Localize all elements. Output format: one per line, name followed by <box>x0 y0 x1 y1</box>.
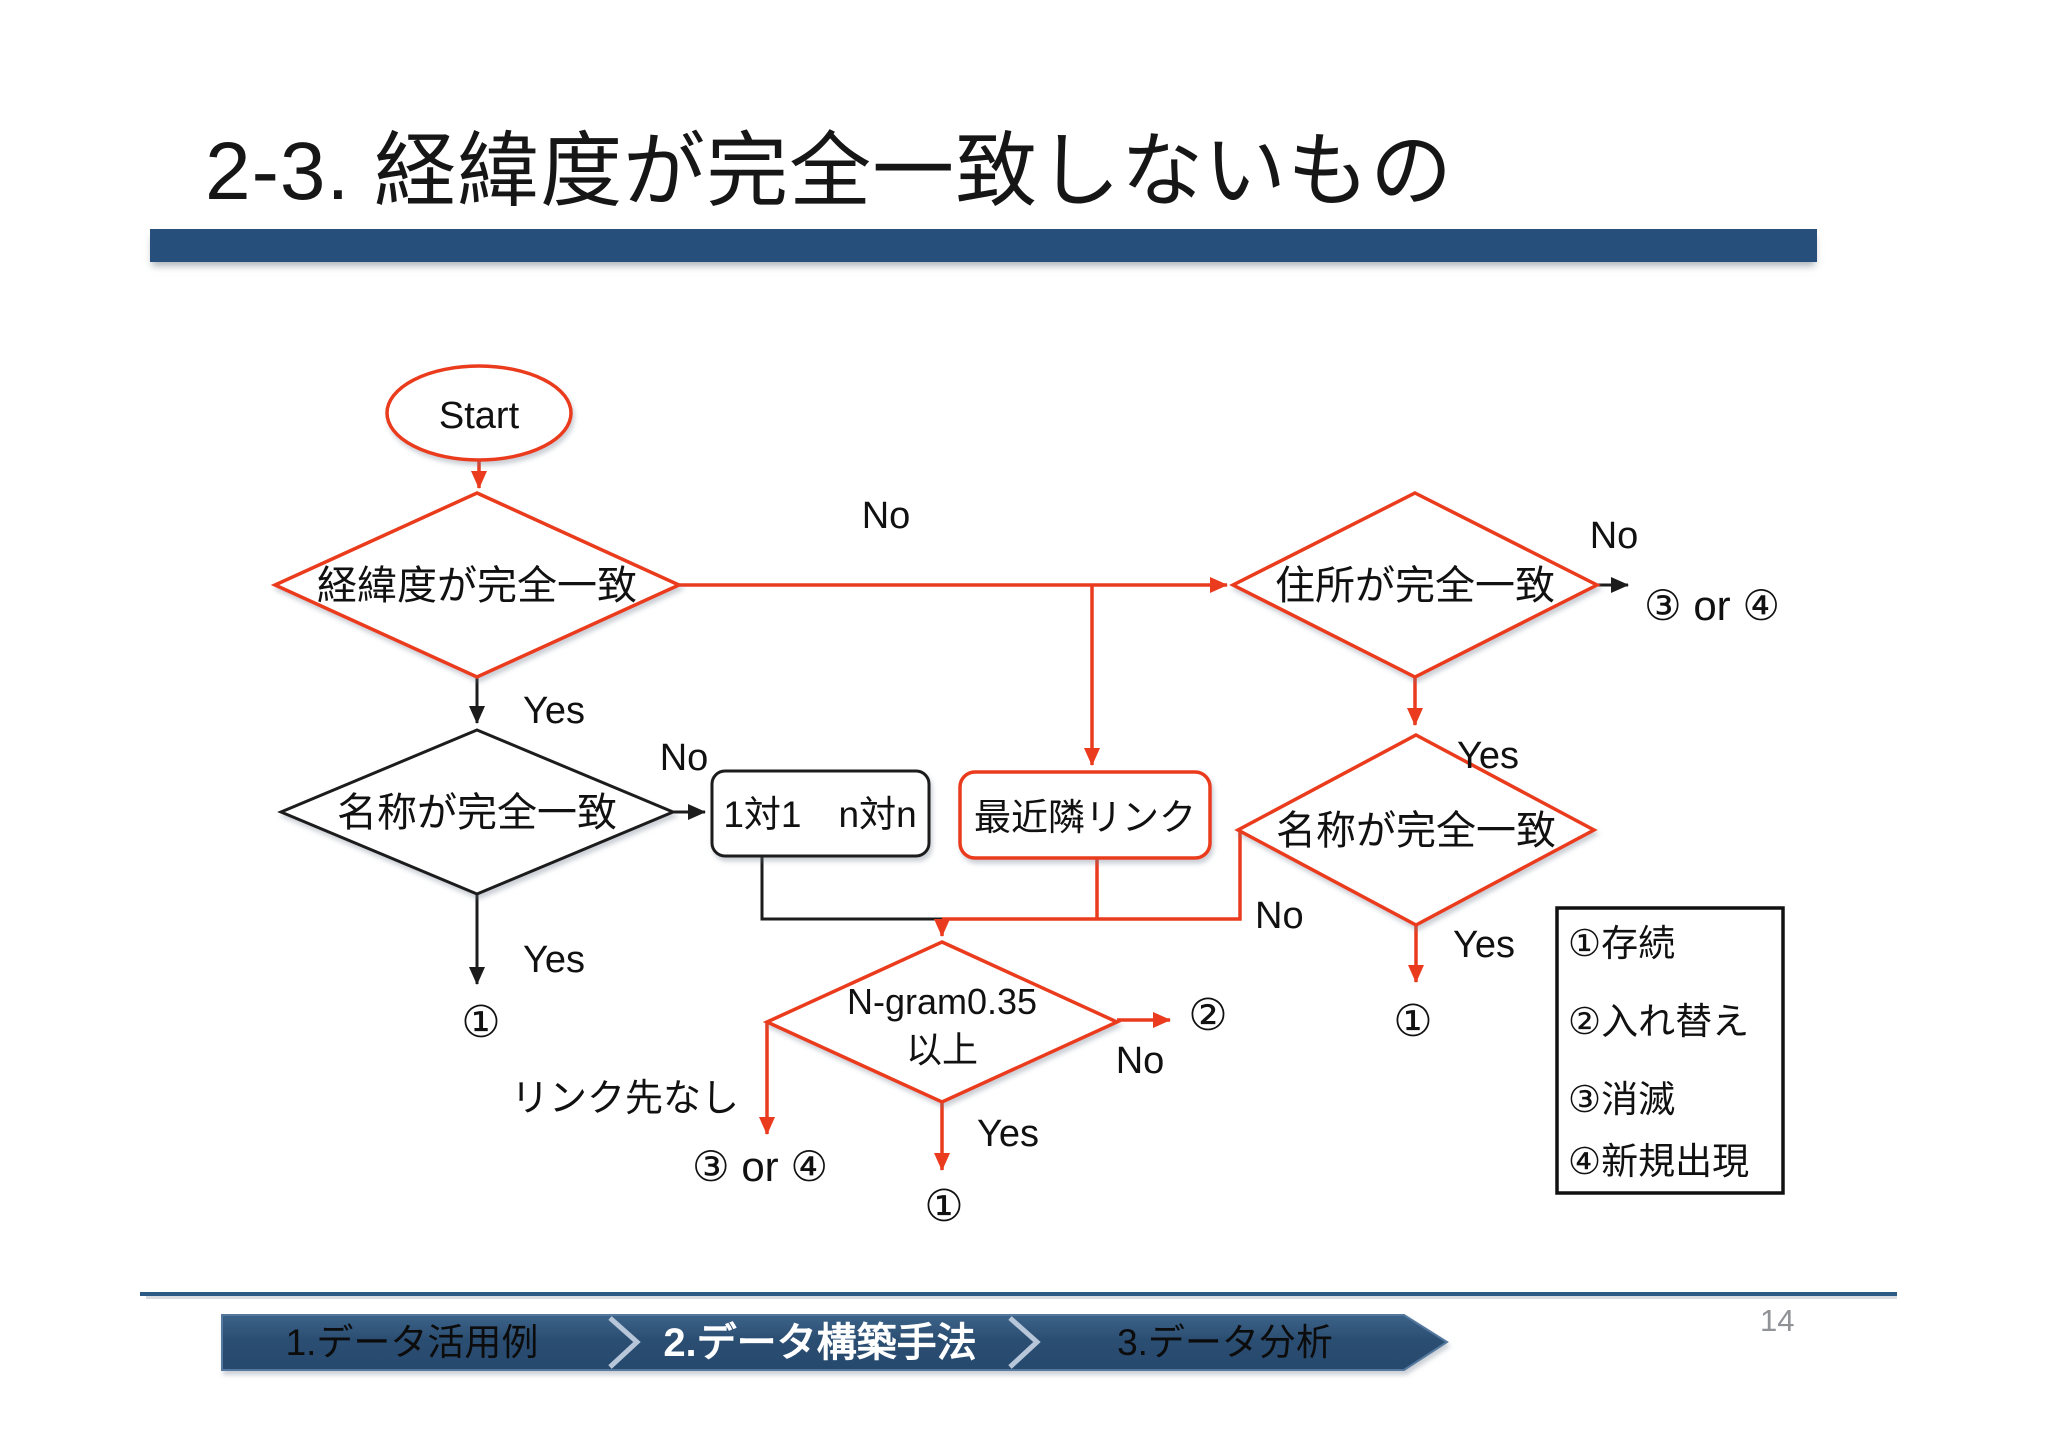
edge-nameright-no-to-junction <box>942 832 1242 921</box>
decision-address-node: 住所が完全一致 <box>1229 491 1601 679</box>
process-pair-node: 1対1 n対n <box>710 769 931 858</box>
legend-item-1: ①存続 <box>1568 923 1675 964</box>
decision-name-right-node: 名称が完全一致 <box>1234 733 1598 927</box>
process-nearest-label: 最近隣リンク <box>974 797 1196 838</box>
label-address-yes: Yes <box>1457 735 1519 777</box>
footer-nav: 1.データ活用例 2.データ構築手法 3.データ分析 <box>221 1314 1449 1371</box>
decision-address-diamond <box>1229 491 1601 679</box>
footer-rule <box>140 1292 1897 1296</box>
decision-name-left-diamond <box>277 728 677 896</box>
label-nameleft-no: No <box>660 737 709 779</box>
edge-pairbox-to-junction <box>760 856 944 921</box>
outcome-2: ② <box>1188 991 1227 1040</box>
legend-item-4: ④新規出現 <box>1568 1141 1749 1182</box>
label-nameright-yes: Yes <box>1453 924 1515 966</box>
edge-labels: Yes No No Yes No Yes No Yes No Yes リンク先な… <box>511 495 1638 1155</box>
legend-item-2: ②入れ替え <box>1568 1001 1749 1042</box>
label-nameright-no: No <box>1255 895 1304 937</box>
outcome-3or4-right: ③ or ④ <box>1644 582 1780 629</box>
nav-item-data-analysis: 3.データ分析 <box>1117 1322 1333 1363</box>
process-nearest-box <box>958 770 1212 860</box>
decision-name-left-label: 名称が完全一致 <box>337 791 617 835</box>
decision-name-right-label: 名称が完全一致 <box>1276 809 1556 853</box>
legend-box: ①存続 ②入れ替え ③消滅 ④新規出現 <box>1555 906 1785 1195</box>
outcome-1-right: ① <box>1393 997 1432 1046</box>
outcome-1-center: ① <box>924 1182 963 1231</box>
flow-edges <box>469 461 1629 1171</box>
footer-rule-shadow <box>146 1296 1897 1299</box>
decision-latlon-diamond <box>270 491 684 679</box>
process-pair-label: 1対1 n対n <box>723 794 916 835</box>
decision-ngram-label-line2: 以上 <box>906 1029 978 1070</box>
process-nearest-node: 最近隣リンク <box>958 770 1212 860</box>
decision-ngram-node: N-gram0.35 以上 <box>762 940 1122 1104</box>
outcome-3or4-bottom: ③ or ④ <box>692 1143 828 1190</box>
page-number: 14 <box>1760 1303 1795 1338</box>
legend-border <box>1555 906 1785 1195</box>
legend-item-3: ③消滅 <box>1568 1079 1675 1120</box>
decision-ngram-label-line1: N-gram0.35 <box>847 981 1037 1022</box>
title-underline-bar <box>150 229 1817 262</box>
decision-address-label: 住所が完全一致 <box>1275 564 1555 608</box>
start-label: Start <box>439 395 520 437</box>
label-ngram-no: No <box>1116 1040 1165 1082</box>
label-latlon-yes: Yes <box>523 690 585 732</box>
page-title: 2-3. 経緯度が完全一致しないもの <box>205 126 1454 217</box>
label-latlon-no: No <box>862 495 911 537</box>
label-no-link: リンク先なし <box>511 1078 739 1120</box>
outcomes: ① ③ or ④ ① ② ① ③ or ④ <box>461 582 1780 1231</box>
decision-name-left-node: 名称が完全一致 <box>277 728 677 896</box>
nav-chevron-divider-1 <box>608 1316 641 1369</box>
decision-name-right-diamond <box>1234 733 1598 927</box>
label-ngram-yes: Yes <box>977 1113 1039 1155</box>
label-address-no: No <box>1590 515 1639 557</box>
decision-latlon-node: 経緯度が完全一致 <box>270 491 684 679</box>
nav-band <box>221 1314 1449 1371</box>
nav-item-data-construction: 2.データ構築手法 <box>663 1320 976 1365</box>
start-ellipse <box>385 364 573 462</box>
start-node: Start <box>385 364 573 462</box>
nav-item-data-usage: 1.データ活用例 <box>286 1322 539 1363</box>
label-nameleft-yes: Yes <box>523 939 585 981</box>
decision-ngram-diamond <box>762 940 1122 1104</box>
decision-latlon-label: 経緯度が完全一致 <box>317 564 637 608</box>
nav-chevron-divider-2 <box>1008 1316 1041 1369</box>
outcome-1-left: ① <box>461 998 500 1047</box>
process-pair-box <box>710 769 931 858</box>
